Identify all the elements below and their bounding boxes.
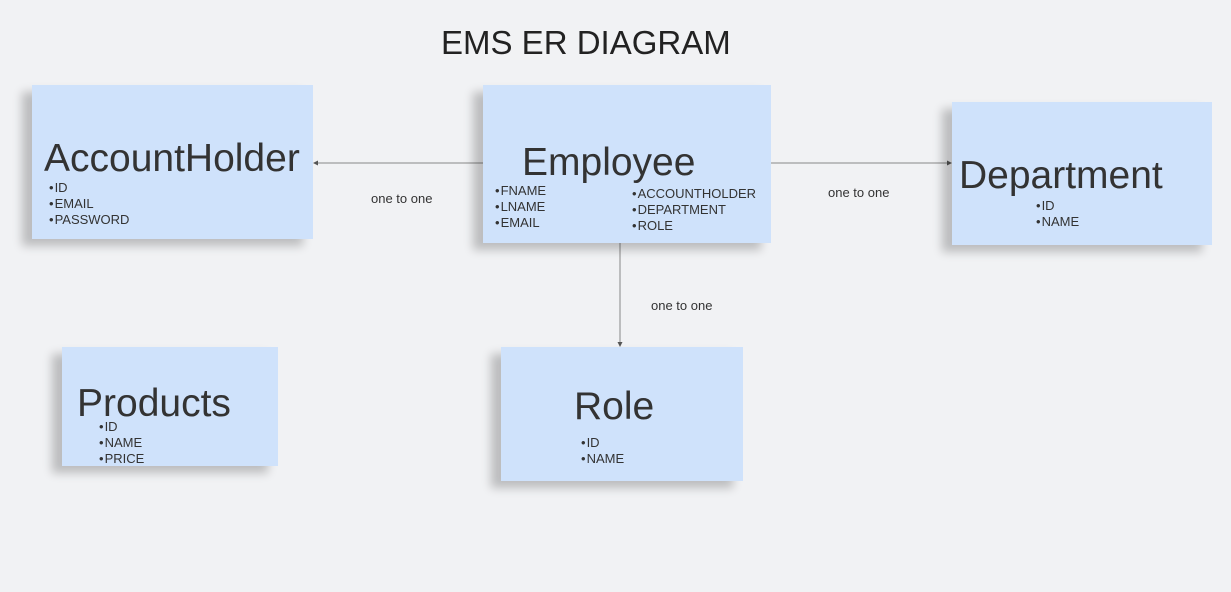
attribute-item: ID	[581, 435, 624, 451]
arrowhead-department	[947, 160, 952, 166]
attribute-item: ACCOUNTHOLDER	[632, 186, 756, 202]
entity-department[interactable]: Department ID NAME	[952, 102, 1212, 245]
attribute-list-department: ID NAME	[1036, 198, 1080, 230]
relationship-label-accountholder: one to one	[371, 191, 433, 206]
attribute-item: ID	[99, 419, 144, 435]
attribute-item: ROLE	[632, 218, 756, 234]
attribute-item: EMAIL	[495, 215, 546, 231]
attribute-item: NAME	[99, 435, 144, 451]
attribute-item: DEPARTMENT	[632, 202, 756, 218]
attribute-item: NAME	[581, 451, 625, 467]
attribute-list-accountholder: ID EMAIL PASSWORD	[49, 180, 130, 228]
entity-name-employee: Employee	[522, 141, 696, 184]
attribute-item: FNAME	[495, 183, 547, 199]
attribute-list-employee-right: ACCOUNTHOLDER DEPARTMENT ROLE	[632, 186, 756, 234]
entity-name-products: Products	[77, 382, 231, 425]
attribute-list-products: ID NAME PRICE	[99, 419, 145, 467]
attribute-list-role: ID NAME	[581, 435, 625, 467]
entity-name-department: Department	[959, 154, 1163, 197]
entity-role[interactable]: Role ID NAME	[501, 347, 743, 481]
diagram-title: EMS ER DIAGRAM	[441, 24, 731, 61]
arrowhead-role	[617, 342, 623, 347]
attribute-item: ID	[1036, 198, 1079, 214]
relationship-label-role: one to one	[651, 298, 713, 313]
relationship-label-department: one to one	[828, 185, 890, 200]
entity-name-role: Role	[574, 385, 655, 428]
attribute-item: PASSWORD	[49, 212, 130, 228]
arrowhead-accountholder	[313, 160, 318, 166]
attribute-item: EMAIL	[49, 196, 129, 212]
attribute-list-employee-left: FNAME LNAME EMAIL	[495, 183, 547, 231]
attribute-item: NAME	[1036, 214, 1080, 230]
attribute-item: LNAME	[495, 199, 546, 215]
entity-accountholder[interactable]: AccountHolder ID EMAIL PASSWORD	[32, 85, 313, 239]
entity-products[interactable]: Products ID NAME PRICE	[62, 347, 278, 466]
entity-employee[interactable]: Employee FNAME LNAME EMAIL ACCOUNTHOLDER…	[483, 85, 771, 243]
entity-name-accountholder: AccountHolder	[44, 137, 300, 180]
attribute-item: ID	[49, 180, 129, 196]
attribute-item: PRICE	[99, 451, 145, 467]
